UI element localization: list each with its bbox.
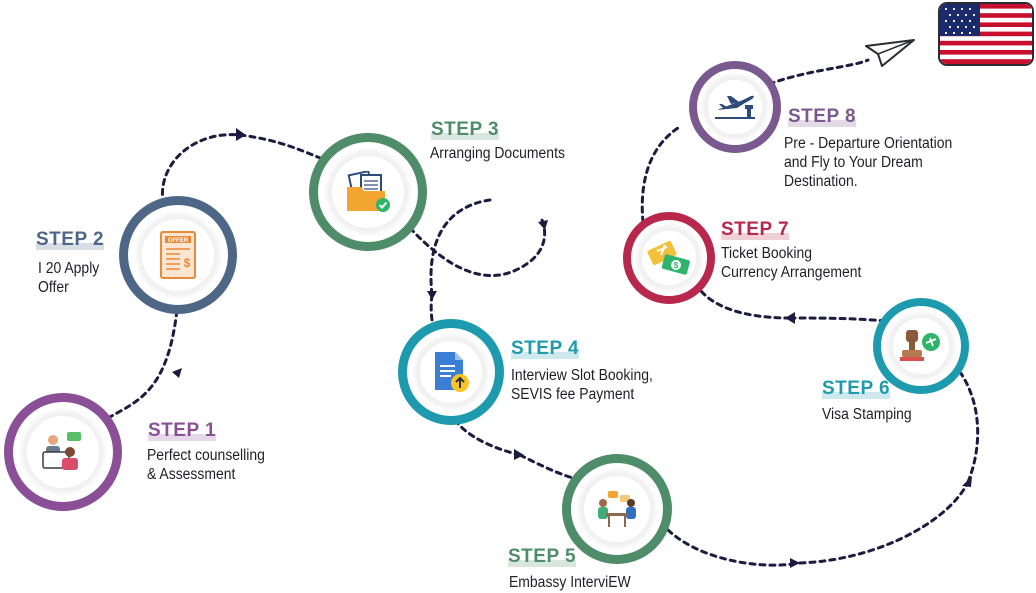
step-4-title: STEP 4 <box>511 338 580 359</box>
svg-text:$: $ <box>674 261 679 270</box>
counselling-icon <box>42 432 81 470</box>
step-6-title: STEP 6 <box>822 378 891 399</box>
step-3-description: Arranging Documents <box>430 145 565 162</box>
step-7-circle: $ <box>623 212 715 304</box>
step-1-circle <box>4 393 122 511</box>
svg-text:OFFER: OFFER <box>168 238 189 244</box>
usa-flag-icon <box>938 2 1034 66</box>
step-6-circle <box>873 298 969 394</box>
stamp-icon <box>899 329 940 361</box>
step-4-circle <box>398 319 504 425</box>
step-1-description: Perfect counselling& Assessment <box>147 447 265 483</box>
step-5-circle <box>562 454 672 564</box>
step-4-description: Interview Slot Booking,SEVIS fee Payment <box>511 367 653 403</box>
interview-icon <box>598 491 636 527</box>
step-8-title: STEP 8 <box>788 106 857 127</box>
step-5-description: Embassy InterviEW <box>509 574 631 591</box>
step-1-title: STEP 1 <box>148 420 217 441</box>
upload-document-icon <box>435 352 469 392</box>
step-5-title: STEP 5 <box>508 546 577 567</box>
step-3-circle <box>309 133 427 251</box>
paper-plane-icon <box>865 39 915 67</box>
step-3-title: STEP 3 <box>431 119 500 140</box>
airplane-departure-icon <box>714 95 755 119</box>
step-6-description: Visa Stamping <box>822 406 912 423</box>
step-8-circle <box>689 61 781 153</box>
ticket-currency-icon: $ <box>647 240 690 275</box>
offer-document-icon: OFFER $ <box>160 231 196 279</box>
svg-text:$: $ <box>184 256 191 270</box>
step-7-title: STEP 7 <box>721 219 790 240</box>
step-2-title: STEP 2 <box>36 229 105 250</box>
documents-folder-icon <box>347 171 390 212</box>
step-2-circle: OFFER $ <box>119 196 237 314</box>
